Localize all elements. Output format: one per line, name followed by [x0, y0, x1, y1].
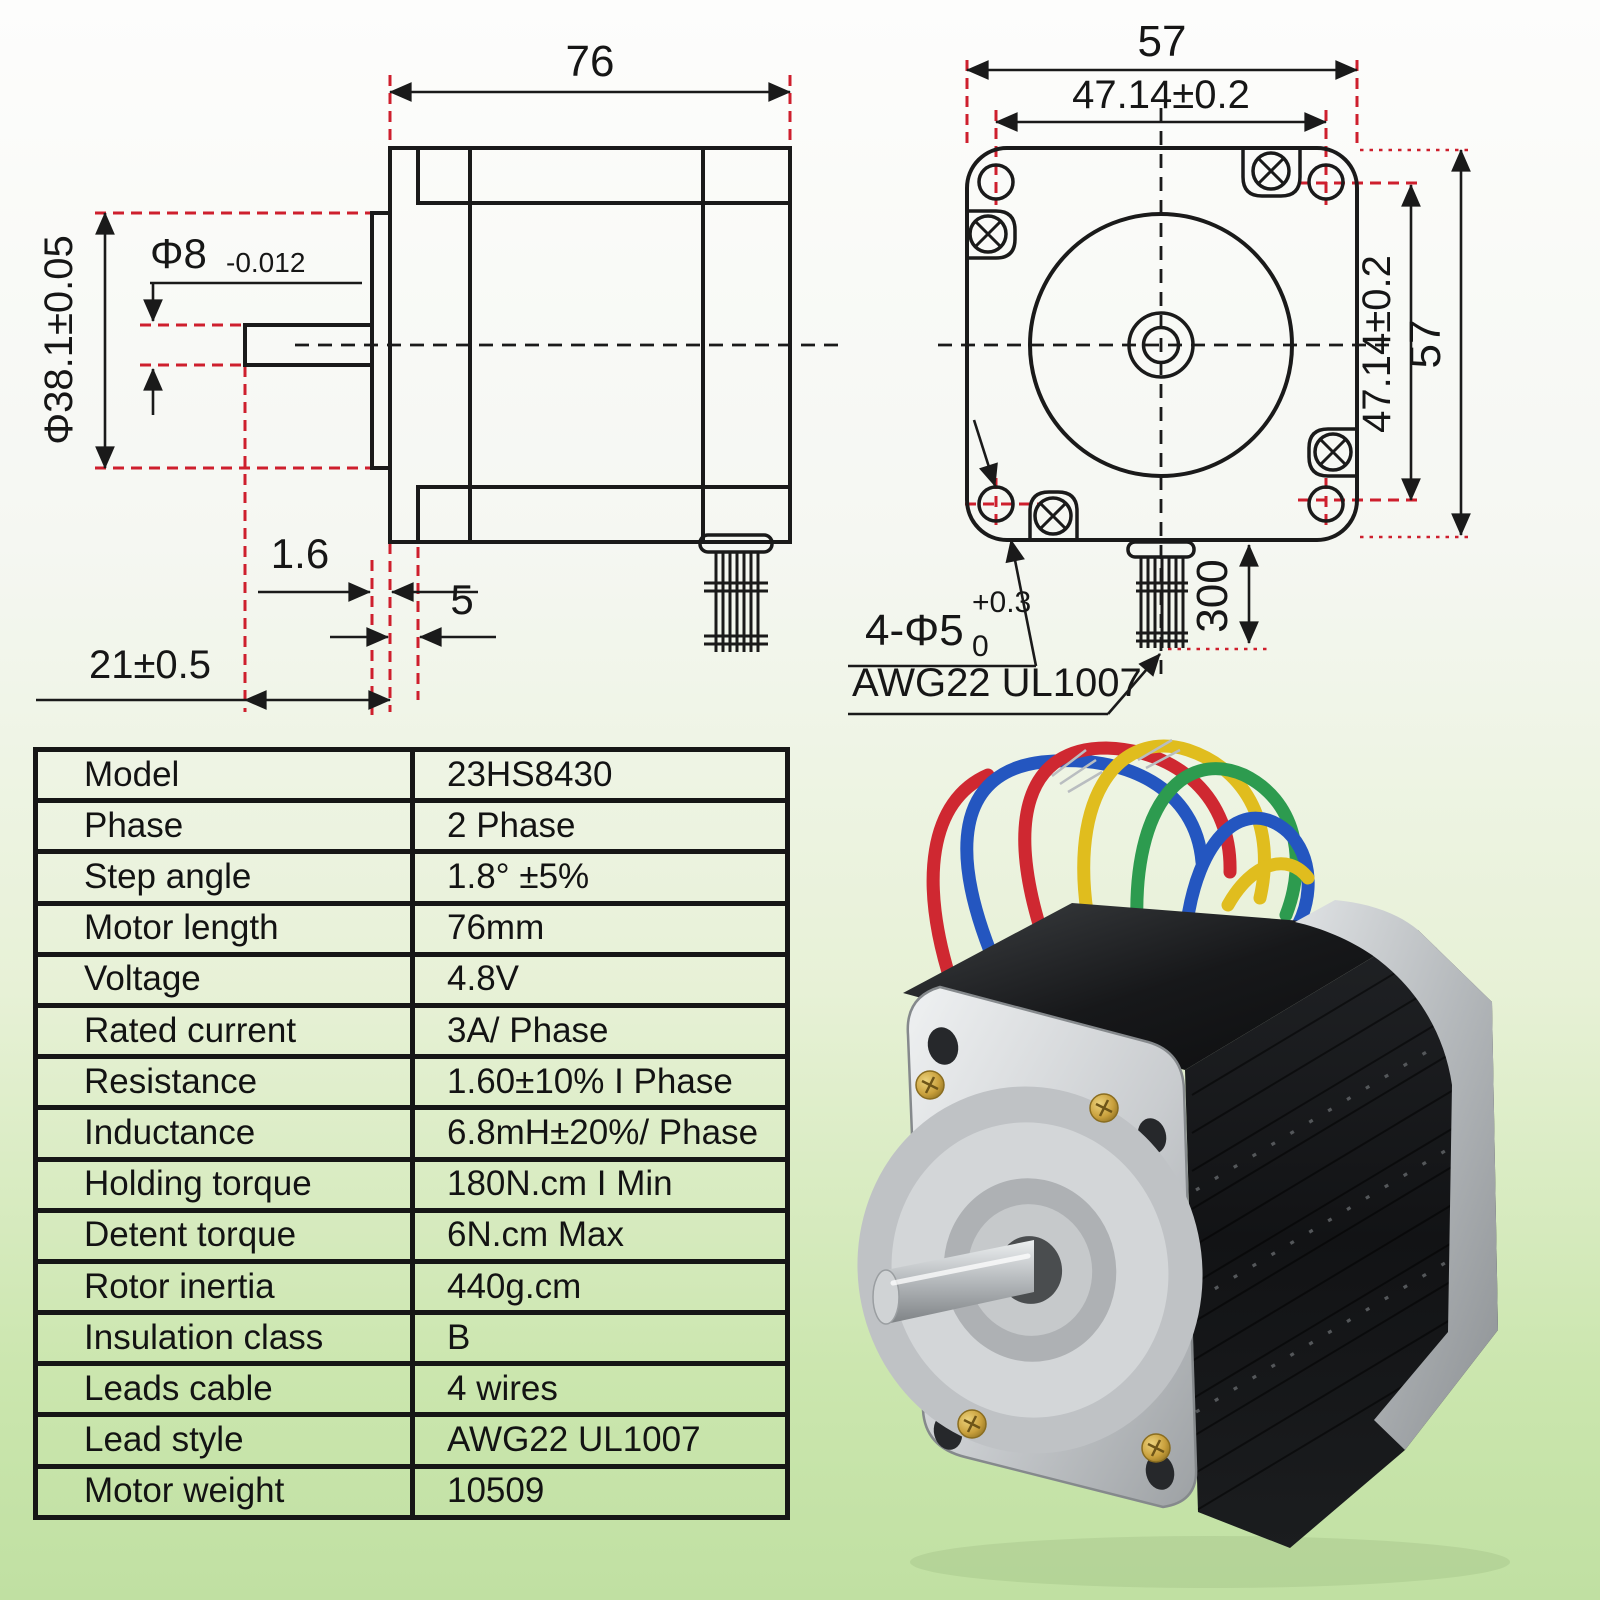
dim-pilot-diameter: Φ38.1±0.05	[37, 235, 81, 445]
dim-motor-length: 76	[566, 37, 615, 86]
dim-flange-thickness: 1.6	[271, 530, 329, 577]
mount-hole	[1307, 163, 1345, 201]
motor-body-top	[903, 903, 1418, 1070]
spec-value: 440g.cm	[410, 1258, 790, 1316]
spec-value: 180N.cm I Min	[410, 1156, 790, 1213]
spec-value: 23HS8430	[410, 746, 790, 804]
spec-label: Step angle	[33, 849, 415, 906]
side-view-drawing: 76 Φ38.1±0.05 Φ8 -0.012 1.6 5 21±0.5	[36, 37, 838, 715]
brass-screws	[915, 1070, 1171, 1463]
spec-label: Rated current	[33, 1002, 415, 1060]
dim-shaft-length: 21±0.5	[89, 643, 211, 687]
spec-label: Detent torque	[33, 1207, 415, 1264]
spec-label: Resistance	[33, 1054, 415, 1111]
shaft	[243, 323, 374, 367]
lead-wires-symbol	[698, 533, 774, 652]
screw-pad	[1241, 148, 1302, 198]
pilot-flange	[370, 211, 392, 470]
mount-hole	[977, 485, 1015, 523]
motor-wires	[926, 738, 1315, 992]
spec-label: Motor length	[33, 900, 415, 957]
spec-label: Model	[33, 746, 415, 804]
spec-label: Motor weight	[33, 1463, 415, 1520]
dim-hole-pitch-horizontal: 47.14±0.2	[1072, 73, 1250, 117]
dim-hole-pitch-vertical: 47.14±0.2	[1355, 255, 1399, 433]
motor-photo	[857, 738, 1510, 1588]
front-view-drawing: 57 47.14±0.2 47.14±0.2 57 300 4-Φ5 +0.3 …	[848, 17, 1472, 716]
spec-label: Leads cable	[33, 1361, 415, 1418]
spec-label: Voltage	[33, 951, 415, 1008]
spec-value: 4.8V	[410, 951, 790, 1008]
spec-value: 6N.cm Max	[410, 1207, 790, 1264]
dim-body-height: 57	[1401, 320, 1450, 369]
spec-label: Lead style	[33, 1412, 415, 1469]
spec-value: 1.60±10% I Phase	[410, 1054, 790, 1111]
spec-value: 6.8mH±20%/ Phase	[410, 1105, 790, 1162]
shaft-circle	[1141, 325, 1181, 365]
boss-circle	[1127, 311, 1195, 379]
spec-value: 76mm	[410, 900, 790, 957]
dim-shaft-diameter: Φ8	[150, 230, 207, 277]
spec-value: 1.8° ±5%	[410, 849, 790, 906]
spec-value: 10509	[410, 1463, 790, 1520]
spec-value: 4 wires	[410, 1361, 790, 1418]
spec-label: Phase	[33, 798, 415, 855]
screw-pad	[967, 209, 1017, 260]
dim-shaft-diameter-tolerance: -0.012	[226, 247, 305, 278]
spec-value: AWG22 UL1007	[410, 1412, 790, 1469]
spec-label: Holding torque	[33, 1156, 415, 1213]
spec-value: 3A/ Phase	[410, 1002, 790, 1060]
spec-value: 2 Phase	[410, 798, 790, 855]
mount-hole	[1307, 485, 1345, 523]
mount-holes-lower-tolerance: 0	[972, 630, 989, 663]
dim-body-width: 57	[1138, 17, 1187, 66]
lead-wires-symbol	[1126, 540, 1196, 648]
frayed-wire-tips	[1051, 738, 1181, 794]
screw-pad	[1028, 490, 1079, 540]
spec-label: Inductance	[33, 1105, 415, 1162]
pilot-circle	[1028, 212, 1294, 478]
mount-holes-label: 4-Φ5	[865, 606, 964, 655]
screw-pad	[1307, 427, 1357, 478]
spec-label: Insulation class	[33, 1310, 415, 1367]
shadow	[910, 1536, 1510, 1588]
dim-step-depth: 5	[450, 576, 473, 623]
spec-label: Rotor inertia	[33, 1258, 415, 1316]
lead-wire-label: AWG22 UL1007	[852, 661, 1142, 705]
dim-lead-length: 300	[1188, 559, 1237, 632]
faceplate-outline	[965, 146, 1359, 542]
output-shaft	[872, 1240, 1034, 1325]
motor-body-outline	[243, 146, 792, 544]
rear-end-cap	[1295, 900, 1498, 1450]
spec-value: B	[410, 1310, 790, 1367]
mount-hole	[977, 163, 1015, 201]
